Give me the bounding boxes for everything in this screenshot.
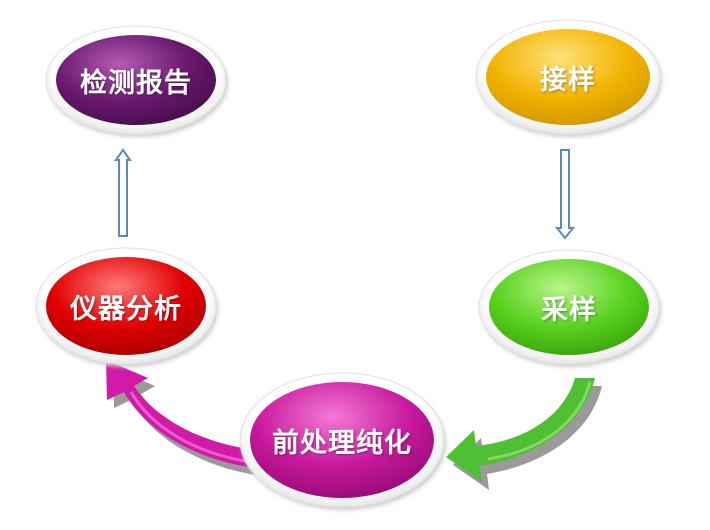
curved-arrow-green <box>446 378 602 490</box>
node-sampling <box>478 249 661 367</box>
node-receive <box>475 19 662 137</box>
node-pretreat <box>239 372 446 510</box>
down-arrow <box>554 149 576 240</box>
curved-arrow-magenta <box>106 360 263 476</box>
up-arrow <box>114 148 132 237</box>
node-report <box>45 25 228 137</box>
node-instrument <box>35 247 218 367</box>
